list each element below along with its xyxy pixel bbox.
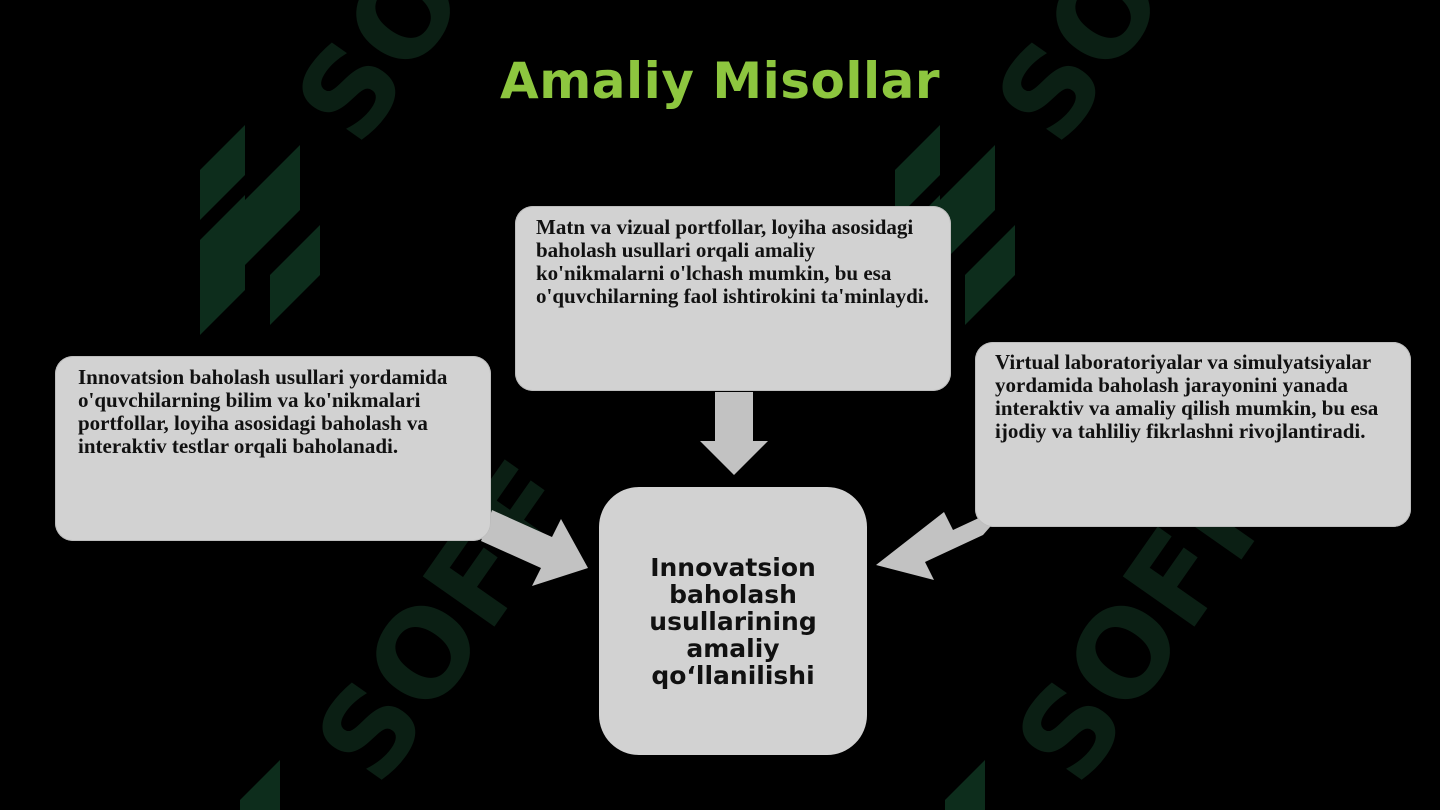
watermark-logo-icon (240, 760, 985, 810)
info-box-left-text: Innovatsion baholash usullari yordamida … (78, 365, 448, 458)
slide-title: Amaliy Misollar (500, 52, 940, 110)
info-box-top: Matn va vizual portfollar, loyiha asosid… (515, 206, 951, 391)
center-topic-label: Innovatsion baholash usullarining amaliy… (649, 552, 817, 690)
info-box-right: Virtual laboratoriyalar va simulyatsiyal… (975, 342, 1411, 527)
watermark-logo-icon (200, 125, 320, 335)
info-box-right-text: Virtual laboratoriyalar va simulyatsiyal… (995, 350, 1379, 443)
arrow-right-to-center (876, 503, 1011, 580)
center-topic-box: Innovatsion baholash usullarining amaliy… (599, 487, 867, 755)
info-box-left: Innovatsion baholash usullari yordamida … (55, 356, 491, 541)
arrow-down (700, 392, 768, 475)
info-box-top-text: Matn va vizual portfollar, loyiha asosid… (536, 215, 929, 308)
arrow-left-to-center (481, 510, 588, 586)
